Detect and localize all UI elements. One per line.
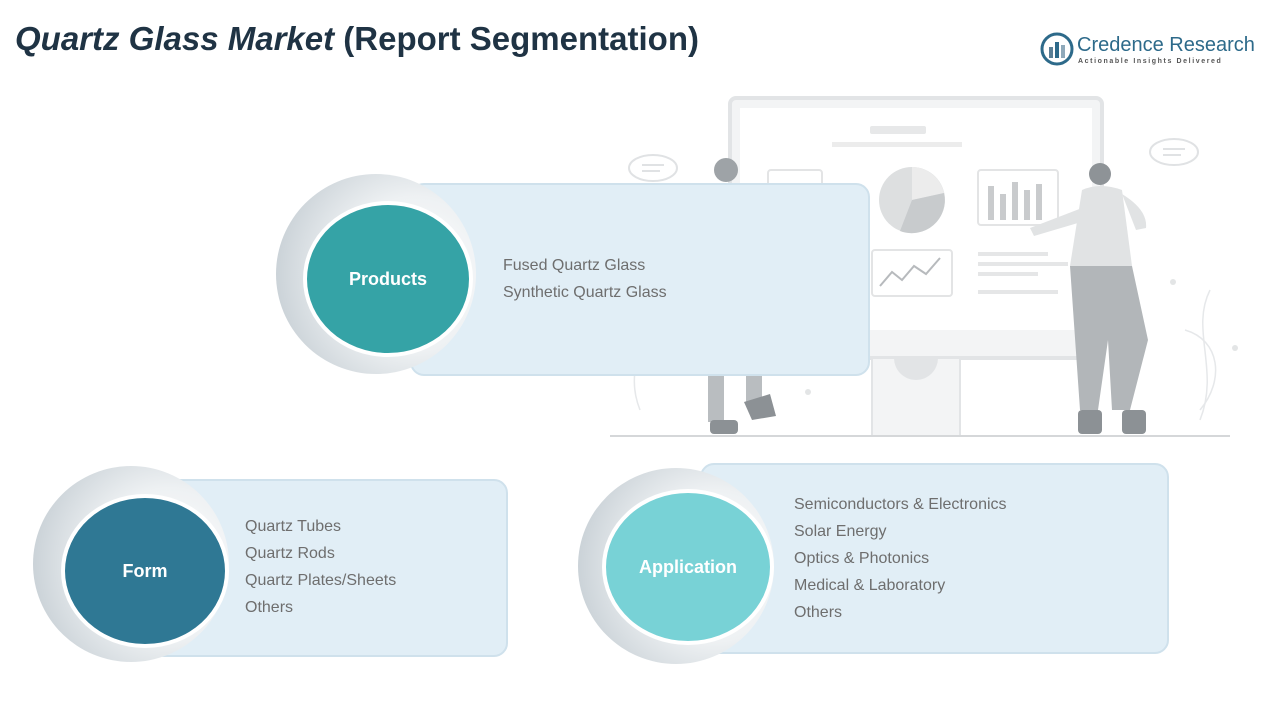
application-item-2: Solar Energy xyxy=(794,523,887,540)
form-item-3: Quartz Plates/Sheets xyxy=(245,572,397,589)
products-card xyxy=(410,183,870,376)
products-item-2: Synthetic Quartz Glass xyxy=(503,284,667,301)
logo-mark-icon xyxy=(1040,32,1074,66)
form-items: Quartz Tubes Quartz Rods Quartz Plates/S… xyxy=(245,513,396,621)
logo-tagline: Actionable Insights Delivered xyxy=(1078,58,1223,65)
page-title: Quartz Glass Market (Report Segmentation… xyxy=(15,20,699,58)
brand-logo: Credence Research Actionable Insights De… xyxy=(1040,32,1260,72)
products-item-1: Fused Quartz Glass xyxy=(503,257,646,274)
form-circle: Form xyxy=(61,494,229,648)
application-label: Application xyxy=(639,556,737,577)
products-items: Fused Quartz Glass Synthetic Quartz Glas… xyxy=(503,252,667,306)
application-circle: Application xyxy=(602,489,774,645)
title-sub: (Report Segmentation) xyxy=(343,20,699,57)
products-label: Products xyxy=(348,268,427,289)
title-main: Quartz Glass Market xyxy=(15,20,335,57)
form-item-1: Quartz Tubes xyxy=(245,518,342,535)
form-item-2: Quartz Rods xyxy=(245,545,335,562)
application-card xyxy=(700,463,1169,654)
application-item-4: Medical & Laboratory xyxy=(794,577,946,594)
application-item-5: Others xyxy=(794,604,843,621)
application-items: Semiconductors & Electronics Solar Energ… xyxy=(794,491,1007,626)
products-circle: Products xyxy=(303,201,473,357)
form-label: Form xyxy=(122,560,168,581)
form-item-4: Others xyxy=(245,599,294,616)
application-item-3: Optics & Photonics xyxy=(794,550,930,567)
logo-name: Credence Research xyxy=(1077,34,1255,56)
application-item-1: Semiconductors & Electronics xyxy=(794,496,1007,513)
